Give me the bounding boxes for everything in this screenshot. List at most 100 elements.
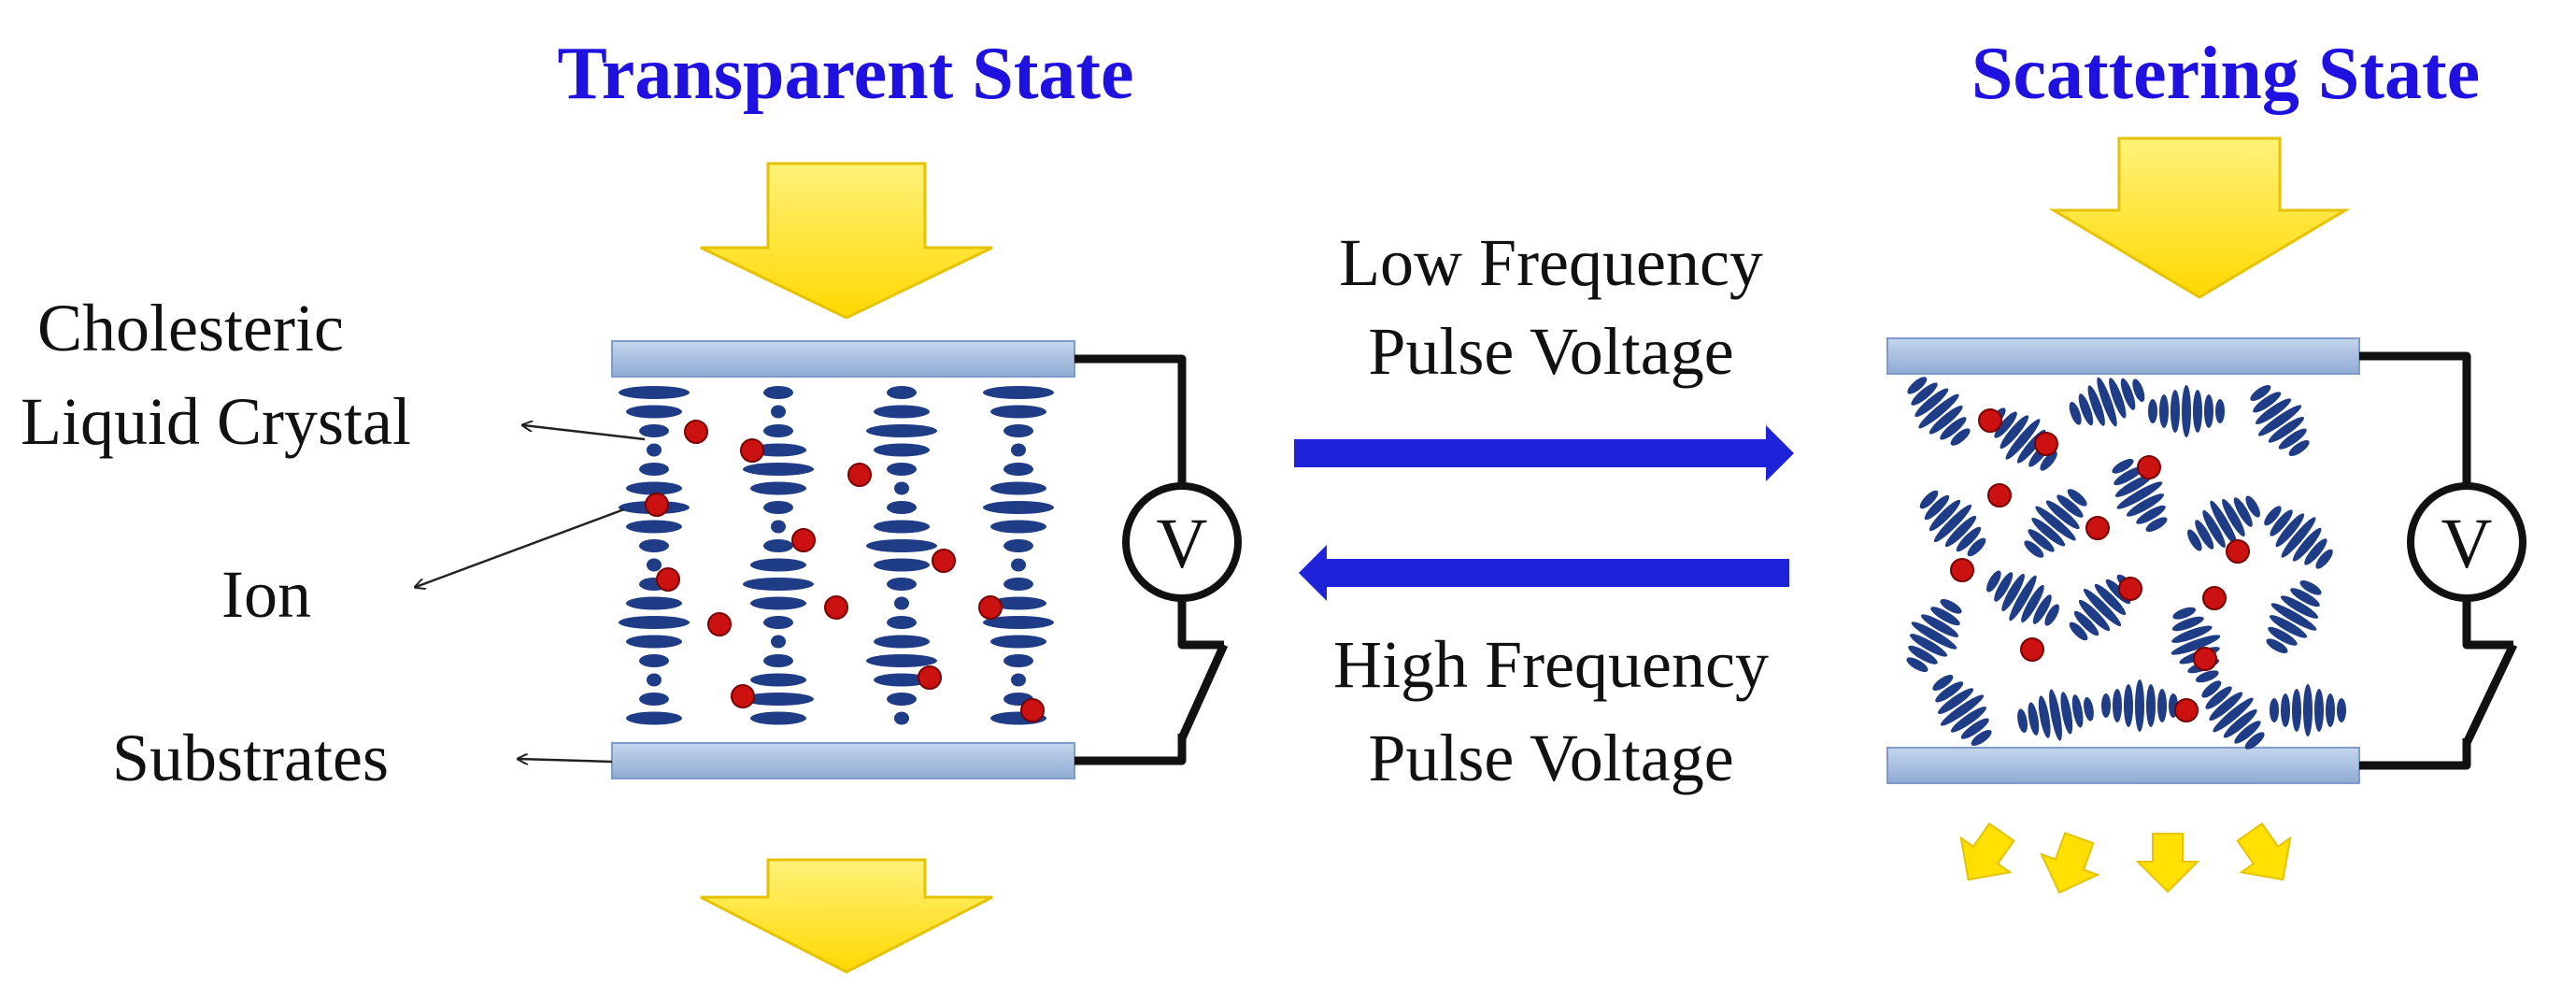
top-substrate-left [611,340,1075,378]
ion [824,595,848,620]
lc-molecule-tilted [1911,622,1957,650]
lc-molecule-tilted [1950,428,1971,446]
label-liquid-crystal: Liquid Crystal [21,384,411,459]
lc-molecule-tilted [2269,615,2308,638]
lc-molecule-tilted [2202,509,2226,549]
ion [918,665,942,690]
lc-molecule [874,635,930,649]
circuit-right [2359,351,2518,770]
lc-molecule-tilted [2112,459,2134,474]
lc-molecule-tilted [2266,638,2288,653]
lc-molecule [887,578,917,591]
lc-molecule-tilted [2195,670,2219,683]
lc-molecule-tilted [2270,603,2317,631]
lc-molecule-tilted [2101,693,2111,718]
lc-molecule-tilted [2257,405,2302,436]
lc-molecule-tilted [2171,625,2213,643]
lc-molecule [750,481,806,495]
lc-molecule-tilted [2017,708,2028,734]
lc-molecule [763,424,793,437]
ion [2034,432,2058,456]
lc-molecule-tilted [2005,419,2041,460]
lc-molecule [1011,443,1026,457]
lc-molecule [894,481,909,495]
lc-molecule-tilted [1924,494,1950,521]
lc-molecule [990,481,1046,495]
lc-molecule [763,386,793,399]
lc-molecule-tilted [2028,702,2040,736]
lc-molecule-tilted [2083,588,2122,627]
lc-molecule [874,673,930,687]
lc-molecule [887,501,917,514]
lc-molecule-tilted [1920,614,1959,637]
lc-molecule-tilted [2275,513,2305,548]
lc-molecule-tilted [1940,417,1967,440]
lc-molecule-tilted [2314,689,2324,732]
lc-molecule-tilted [2159,394,2169,428]
lc-molecule [647,558,662,572]
lc-molecule-tilted [2256,398,2292,424]
label-ion: Ion [221,557,311,632]
lc-molecule [639,693,669,706]
top-substrate-right [1886,337,2360,375]
circuit-left [1075,354,1229,765]
ion [2202,586,2227,610]
lc-molecule-tilted [1911,382,1938,406]
lc-molecule [1003,539,1033,552]
lc-molecule-tilted [2157,689,2167,722]
lc-molecule [639,424,669,437]
lc-molecule-tilted [1907,377,1928,394]
lc-molecule-tilted [2280,595,2319,619]
lc-molecule-tilted [2078,599,2111,632]
ion [932,549,956,573]
lc-molecule [626,596,682,610]
lc-molecule-tilted [2250,385,2271,402]
lc-molecule [866,654,937,667]
lc-molecule-tilted [2209,692,2243,722]
ion [1020,698,1045,722]
lc-molecule-tilted [2060,692,2073,735]
lc-molecule [619,386,690,399]
lc-molecule-tilted [1994,572,2014,602]
lc-molecule [983,501,1054,514]
lc-molecule [647,443,662,457]
lc-molecule [750,596,806,610]
scattered-light-arrow [2040,832,2100,894]
transparent-state-title: Transparent State [557,33,1133,115]
lc-molecule-tilted [1914,388,1949,418]
lc-molecule-tilted [2205,686,2232,709]
ion [731,684,755,708]
lc-molecule-tilted [1960,718,1989,739]
lc-molecule-tilted [1944,515,1977,548]
lc-molecule-tilted [2215,399,2225,423]
lc-molecule [750,558,806,572]
lc-molecule-tilted [1928,499,1961,532]
lc-molecule-tilted [2233,497,2253,527]
lc-molecule-tilted [2097,377,2117,427]
lc-molecule [750,443,806,457]
scattered-light-arrows [1959,822,2292,894]
lc-molecule [990,405,1046,419]
lc-molecule [990,596,1046,610]
lc-molecule-tilted [2268,626,2298,646]
lc-molecule [874,443,930,457]
lc-molecule [894,596,909,610]
ion [978,595,1003,620]
transmitted-light-arrow [700,858,993,974]
scattering-state-title: Scattering State [1971,33,2480,115]
lc-molecule-tilted [2299,580,2322,595]
bottom-substrate-right [1886,747,2360,784]
ion [791,528,816,552]
lc-molecule-tilted [1940,599,1962,614]
ion [2193,647,2217,671]
scattered-light-arrow [2135,833,2200,893]
lc-molecule-tilted [2109,378,2127,419]
lc-molecule-tilted [2116,481,2163,509]
voltmeter-symbol-left: V [1157,505,1208,583]
lc-molecule-tilted [2094,583,2127,616]
lc-molecule [866,424,937,437]
lc-molecule [639,463,669,476]
lc-molecule-tilted [1950,707,1986,733]
lc-molecule [866,539,937,552]
lc-molecule-tilted [2024,540,2044,558]
